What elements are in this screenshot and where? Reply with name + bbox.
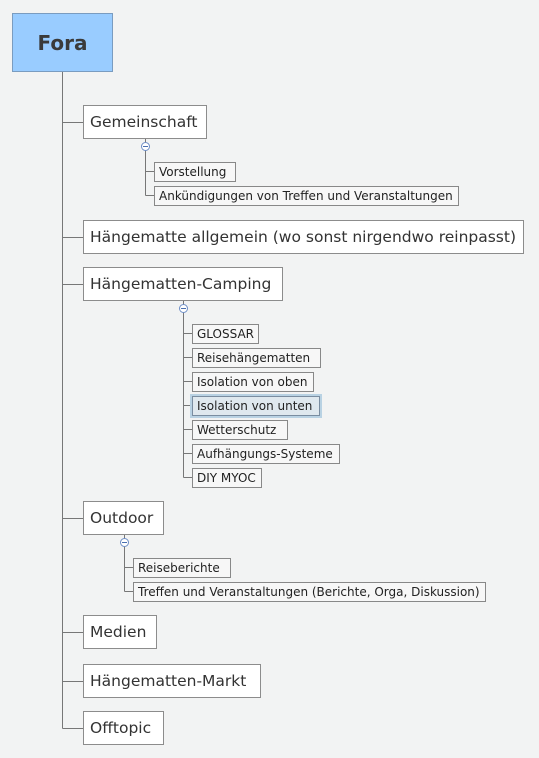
root-topic[interactable]: Fora [12,13,113,72]
topic-label: Medien [90,623,147,641]
collapse-toggle-icon[interactable] [120,538,129,547]
subtopic-label: Isolation von oben [197,375,308,389]
topic-label: Gemeinschaft [90,113,198,131]
subtopic-aufhaengungs-systeme[interactable]: Aufhängungs-Systeme [192,444,340,464]
topic-gemeinschaft[interactable]: Gemeinschaft [83,105,207,139]
subtopic-label: Ankündigungen von Treffen und Veranstalt… [159,189,453,203]
subtopic-ankuendigungen[interactable]: Ankündigungen von Treffen und Veranstalt… [154,186,459,206]
topic-outdoor[interactable]: Outdoor [83,501,164,535]
topic-haengematten-camping[interactable]: Hängematten-Camping [83,267,283,301]
subtopic-label: Vorstellung [159,165,227,179]
subtopic-label: Reiseberichte [138,561,220,575]
subtopic-glossar[interactable]: GLOSSAR [192,324,259,344]
subtopic-reiseberichte[interactable]: Reiseberichte [133,558,231,578]
root-topic-label: Fora [37,30,88,55]
subtopic-label: Wetterschutz [197,423,277,437]
topic-medien[interactable]: Medien [83,615,157,649]
subtopic-label: Reisehängematten [197,351,311,365]
subtopic-label: DIY MYOC [197,471,256,485]
topic-label: Outdoor [90,509,154,527]
subtopic-treffen-und-veranstaltungen[interactable]: Treffen und Veranstaltungen (Berichte, O… [133,582,486,602]
topic-label: Hängematten-Markt [90,672,247,690]
subtopic-vorstellung[interactable]: Vorstellung [154,162,236,182]
topic-haengematten-markt[interactable]: Hängematten-Markt [83,664,261,698]
subtopic-reisehaengematten[interactable]: Reisehängematten [192,348,321,368]
subtopic-isolation-von-oben[interactable]: Isolation von oben [192,372,314,392]
subtopic-label: GLOSSAR [197,327,255,341]
topic-offtopic[interactable]: Offtopic [83,711,164,745]
subtopic-label: Isolation von unten [197,399,313,413]
topic-label: Offtopic [90,719,152,737]
collapse-toggle-icon[interactable] [179,304,188,313]
topic-haengematte-allgemein[interactable]: Hängematte allgemein (wo sonst nirgendwo… [83,220,524,254]
subtopic-isolation-von-unten[interactable]: Isolation von unten [192,396,320,416]
subtopic-label: Treffen und Veranstaltungen (Berichte, O… [138,585,480,599]
subtopic-label: Aufhängungs-Systeme [197,447,333,461]
subtopic-diy-myoc[interactable]: DIY MYOC [192,468,262,488]
topic-label: Hängematten-Camping [90,275,272,293]
subtopic-wetterschutz[interactable]: Wetterschutz [192,420,288,440]
collapse-toggle-icon[interactable] [141,142,150,151]
topic-label: Hängematte allgemein (wo sonst nirgendwo… [90,228,517,246]
